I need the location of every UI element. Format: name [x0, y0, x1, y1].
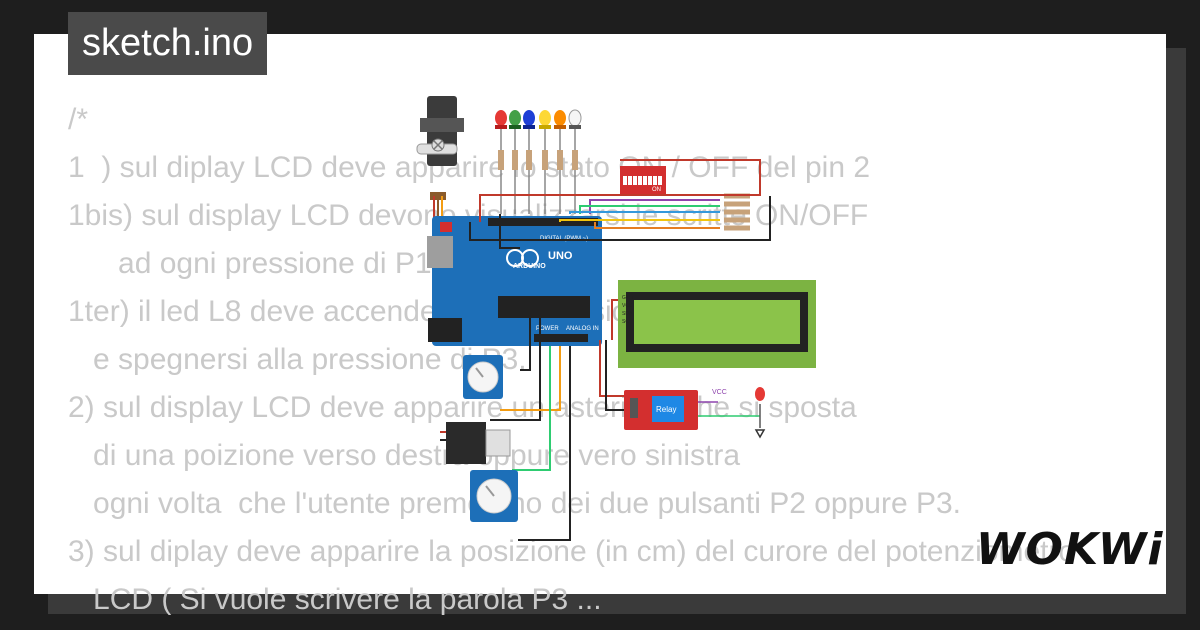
servo-icon[interactable]	[416, 96, 464, 200]
code-line: ogni volta che l'utente preme uno dei du…	[93, 487, 961, 520]
wokwi-logo-text: WOKWi	[976, 524, 1163, 575]
led-red[interactable]	[495, 110, 507, 129]
relay-module[interactable]: Relay	[624, 390, 698, 430]
potentiometer-icon[interactable]	[463, 355, 503, 399]
analog-label: ANALOG IN	[566, 326, 599, 332]
lcd-pin-vcc: VCC	[622, 303, 633, 309]
ground-icon	[754, 429, 766, 439]
power-label: POWER	[536, 326, 559, 332]
relay-vcc-label: VCC	[712, 389, 727, 396]
potentiometer-icon[interactable]	[470, 470, 518, 522]
lcd-pin-gnd: GND	[622, 295, 634, 301]
dip-switch[interactable]: ON	[620, 166, 666, 194]
arduino-model: UNO	[548, 250, 573, 262]
lcd-display[interactable]: GND VCC SDA SCL	[618, 280, 816, 368]
led-orange[interactable]	[554, 110, 566, 129]
led-green[interactable]	[509, 110, 521, 129]
slide-component[interactable]	[446, 422, 511, 464]
code-line: LCD ( Si vuole scrivere la parola P3 ...	[68, 583, 602, 616]
resistor-bank	[724, 193, 750, 231]
led-blue[interactable]	[523, 110, 535, 129]
code-line: /*	[68, 103, 89, 136]
led-resistors	[498, 150, 578, 170]
lcd-pin-scl: SCL	[622, 319, 632, 325]
code-line: 3) sul diplay deve apparire la posizione…	[68, 535, 1076, 568]
code-line: ad ogni pressione di P1	[68, 247, 432, 280]
relay-label: Relay	[656, 405, 676, 414]
dip-on-label: ON	[652, 187, 661, 193]
led-white[interactable]	[568, 109, 582, 129]
led-icon[interactable]	[755, 387, 765, 401]
arduino-board[interactable]: ARDUINO UNO DIGITAL (PWM ~) POWER ANALOG…	[427, 216, 602, 346]
wokwi-logo: WOKWi	[976, 524, 1162, 575]
lcd-pin-sda: SDA	[622, 311, 633, 317]
led-yellow[interactable]	[539, 110, 551, 129]
project-title[interactable]: sketch.ino	[68, 12, 268, 75]
arduino-brand: ARDUINO	[513, 263, 546, 270]
